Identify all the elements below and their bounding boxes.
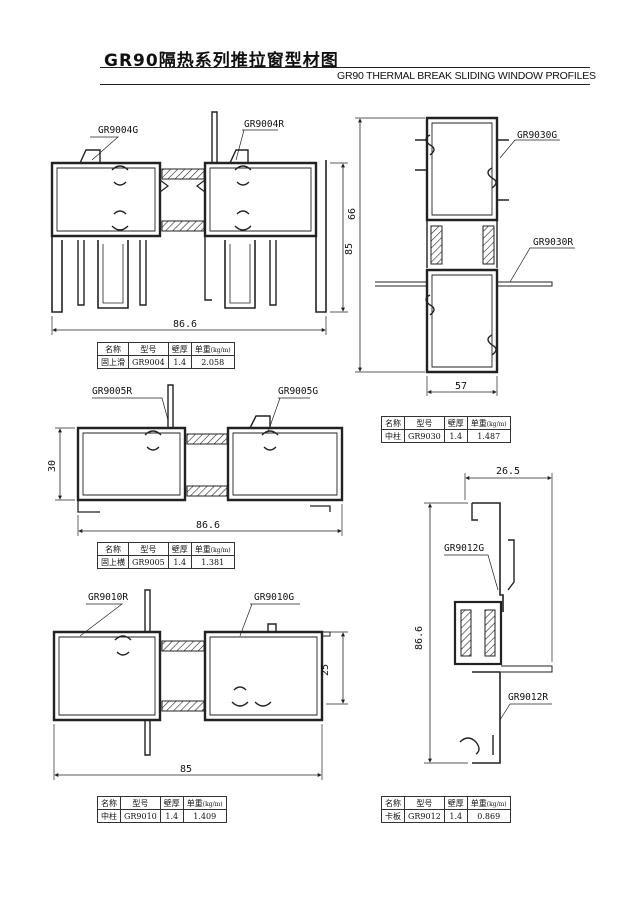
cell-weight: 1.487 <box>466 429 511 443</box>
cell-wall: 1.4 <box>167 555 192 569</box>
spec-table-gr9010: 名称 型号 壁厚 单重(kg/m) 中柱 GR9010 1.4 1.409 <box>97 796 227 823</box>
cell-weight: 2.058 <box>190 355 235 369</box>
th-weight: 单重(kg/m) <box>466 796 511 810</box>
label-gr9010r: GR9010R <box>88 592 128 603</box>
spec-table-gr9012: 名称 型号 壁厚 单重(kg/m) 卡板 GR9012 1.4 0.869 <box>381 796 511 823</box>
th-weight: 单重(kg/m) <box>182 796 227 810</box>
title-rule-top <box>100 67 590 68</box>
dim-gr9030-height: 85 <box>344 243 355 255</box>
th-weight: 单重(kg/m) <box>466 416 511 430</box>
label-gr9004g: GR9004G <box>98 125 138 136</box>
cell-weight: 1.409 <box>182 809 227 823</box>
th-model: 型号 <box>404 796 445 810</box>
th-name: 名称 <box>381 796 405 810</box>
label-gr9012r: GR9012R <box>508 692 548 703</box>
dim-gr9004-height: 66 <box>347 208 358 220</box>
cell-name: 中柱 <box>381 429 405 443</box>
dim-gr9004-width: 86.6 <box>173 319 197 330</box>
spec-table-gr9004: 名称 型号 壁厚 单重(kg/m) 固上滑 GR9004 1.4 2.058 <box>97 342 235 369</box>
th-model: 型号 <box>404 416 445 430</box>
dim-gr9010-height: 25 <box>320 664 331 676</box>
spec-table-gr9030: 名称 型号 壁厚 单重(kg/m) 中柱 GR9030 1.4 1.487 <box>381 416 511 443</box>
label-gr9005g: GR9005G <box>278 386 318 397</box>
page-title: GR90隔热系列推拉窗型材图 <box>104 51 339 71</box>
label-gr9004r: GR9004R <box>244 119 284 130</box>
cell-name: 固上横 <box>97 555 129 569</box>
th-name: 名称 <box>97 542 129 556</box>
th-weight: 单重(kg/m) <box>190 342 235 356</box>
cell-model: GR9030 <box>404 429 445 443</box>
label-gr9030g: GR9030G <box>517 130 557 141</box>
cell-wall: 1.4 <box>167 355 192 369</box>
th-wall: 壁厚 <box>167 542 192 556</box>
cell-model: GR9004 <box>128 355 169 369</box>
profile-gr9004-drawing <box>50 111 348 335</box>
dim-gr9005-width: 86.6 <box>196 520 220 531</box>
cell-model: GR9005 <box>128 555 169 569</box>
cell-name: 中柱 <box>97 809 121 823</box>
th-name: 名称 <box>97 342 129 356</box>
th-model: 型号 <box>120 796 161 810</box>
cell-name: 卡板 <box>381 809 405 823</box>
cell-wall: 1.4 <box>443 809 468 823</box>
profile-gr9012-drawing <box>424 473 553 764</box>
th-wall: 壁厚 <box>443 796 468 810</box>
th-model: 型号 <box>128 542 169 556</box>
th-model: 型号 <box>128 342 169 356</box>
spec-table-gr9005: 名称 型号 壁厚 单重(kg/m) 固上横 GR9005 1.4 1.381 <box>97 542 235 569</box>
profile-gr9030-drawing <box>355 116 575 396</box>
cell-wall: 1.4 <box>443 429 468 443</box>
cell-wall: 1.4 <box>159 809 184 823</box>
label-gr9012g: GR9012G <box>444 543 484 554</box>
cell-weight: 0.869 <box>466 809 511 823</box>
th-wall: 壁厚 <box>443 416 468 430</box>
th-wall: 壁厚 <box>159 796 184 810</box>
cell-name: 固上滑 <box>97 355 129 369</box>
dim-gr9012-height: 86.6 <box>414 626 425 650</box>
page-subtitle: GR90 THERMAL BREAK SLIDING WINDOW PROFIL… <box>337 70 596 82</box>
dim-gr9005-height: 30 <box>47 460 58 472</box>
cell-model: GR9012 <box>404 809 445 823</box>
label-gr9010g: GR9010G <box>254 592 294 603</box>
title-rule-bottom <box>100 84 590 85</box>
th-name: 名称 <box>381 416 405 430</box>
cell-weight: 1.381 <box>190 555 235 569</box>
label-gr9005r: GR9005R <box>92 386 132 397</box>
profile-gr9005-drawing <box>55 384 344 536</box>
profile-gr9010-drawing <box>52 589 348 780</box>
dim-gr9030-width: 57 <box>455 381 467 392</box>
dim-gr9010-width: 85 <box>180 764 192 775</box>
cell-model: GR9010 <box>120 809 161 823</box>
th-wall: 壁厚 <box>167 342 192 356</box>
dim-gr9012-width: 26.5 <box>496 466 520 477</box>
label-gr9030r: GR9030R <box>533 237 573 248</box>
th-weight: 单重(kg/m) <box>190 542 235 556</box>
th-name: 名称 <box>97 796 121 810</box>
